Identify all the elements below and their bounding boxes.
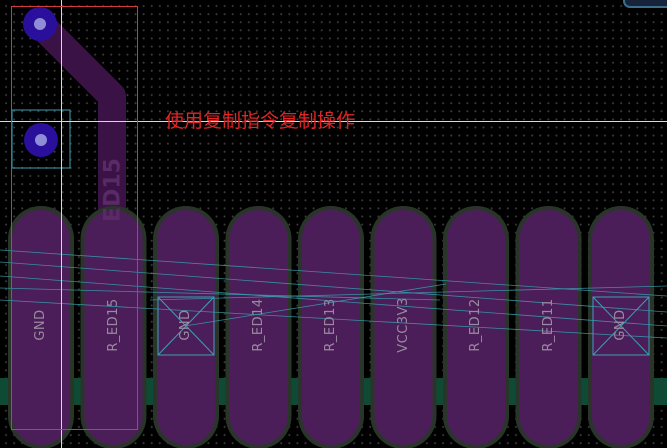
ratsnest-line [149, 285, 667, 301]
pad[interactable] [80, 206, 147, 448]
trace-net-label: ED15 [100, 158, 126, 222]
pad-connection-box [592, 296, 650, 356]
pad[interactable] [153, 206, 219, 448]
ratsnest-line [0, 261, 667, 313]
pad-net-label: GND [33, 309, 48, 341]
pad-net-label: VCC3V3 [395, 297, 411, 353]
pad[interactable] [298, 206, 364, 448]
ratsnest-line [0, 299, 667, 339]
selection-box[interactable] [11, 6, 138, 430]
ratsnest-line [184, 283, 447, 327]
via[interactable] [23, 7, 57, 41]
pad-net-label: GND [613, 309, 628, 341]
pad-net-label: R_ED13 [323, 298, 338, 352]
pad-net-label: R_ED12 [468, 298, 483, 352]
pad[interactable] [515, 206, 582, 448]
ratsnest-line [0, 287, 441, 301]
via[interactable] [11, 109, 71, 169]
pad-net-label: R_ED14 [250, 298, 266, 352]
pad-net-label: R_ED11 [540, 298, 556, 352]
pad[interactable] [370, 206, 437, 448]
ratsnest-line [0, 275, 667, 327]
ratsnest-line [0, 249, 667, 297]
annotation-text: 使用复制指令复制操作 [165, 110, 356, 132]
crosshair-horizontal [0, 121, 667, 122]
corner-component[interactable] [623, 0, 667, 8]
pad-net-label: GND [178, 309, 193, 341]
pad-net-label: R_ED15 [105, 298, 121, 352]
pad[interactable] [588, 206, 654, 448]
crosshair-vertical [61, 0, 62, 448]
